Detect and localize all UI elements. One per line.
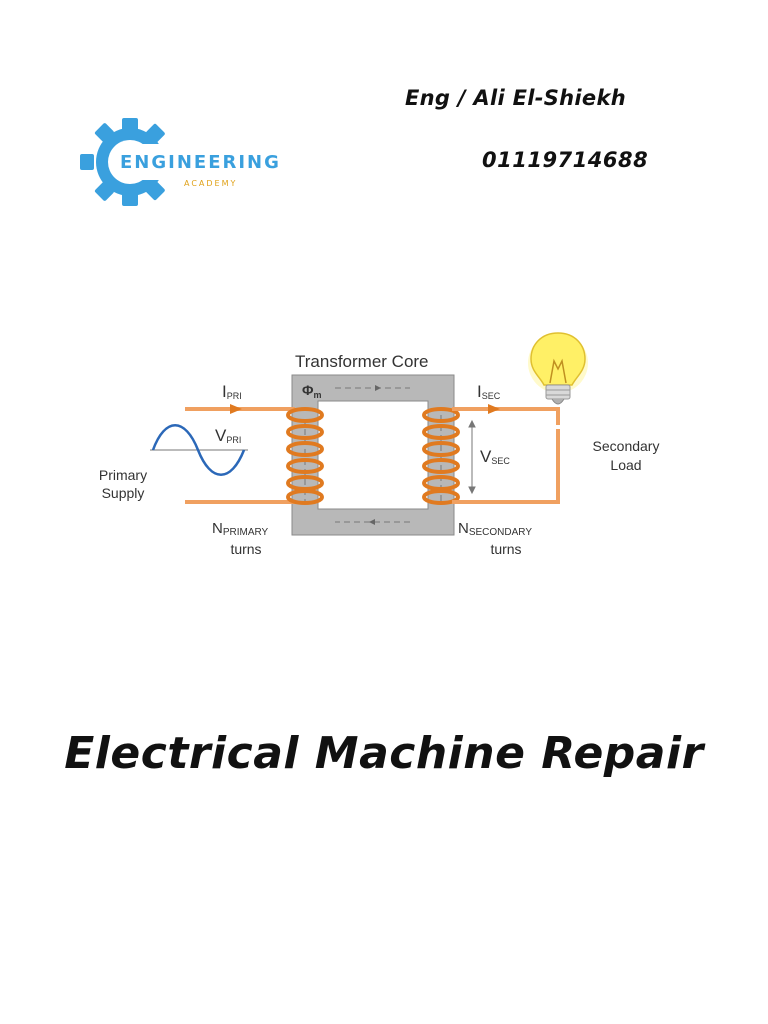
n-primary-turns: turns <box>230 541 261 557</box>
sine-wave-icon <box>150 424 248 476</box>
svg-text:VSEC: VSEC <box>480 447 510 466</box>
svg-text:IPRI: IPRI <box>222 382 242 401</box>
document-title: Electrical Machine Repair <box>64 728 704 779</box>
i-sec-arrow <box>488 404 500 414</box>
author-name: Eng / Ali El-Shiekh <box>405 86 626 110</box>
logo-word: ENGINEERING <box>120 152 281 173</box>
core-label: Transformer Core <box>295 352 429 371</box>
secondary-load-line1: Secondary <box>593 438 660 454</box>
i-pri-label: I <box>222 382 227 401</box>
i-sec-label: I <box>477 382 482 401</box>
svg-text:Φm: Φm <box>302 382 322 400</box>
primary-coil <box>286 407 324 505</box>
primary-supply-line2: Supply <box>102 485 145 501</box>
secondary-wires <box>452 407 560 504</box>
svg-text:NPRIMARY: NPRIMARY <box>212 520 269 538</box>
phone-number: 01119714688 <box>482 148 649 172</box>
secondary-coil <box>422 407 460 505</box>
svg-text:ISEC: ISEC <box>477 382 501 401</box>
primary-supply-line1: Primary <box>99 467 147 483</box>
logo-sub: ACADEMY <box>184 179 237 188</box>
light-bulb-icon <box>528 332 588 405</box>
n-primary-label: N <box>212 520 223 537</box>
secondary-load-line2: Load <box>610 457 641 473</box>
n-secondary-turns: turns <box>490 541 521 557</box>
v-sec-arrow <box>468 419 476 495</box>
i-pri-arrow <box>230 404 242 414</box>
svg-text:NSECONDARY: NSECONDARY <box>458 520 532 538</box>
engineering-academy-logo: ENGINEERING ACADEMY <box>80 118 281 206</box>
v-sec-label: V <box>480 447 492 466</box>
transformer-diagram: Transformer Core Φm IPRI VPRI ISEC VSEC … <box>99 332 660 557</box>
n-secondary-label: N <box>458 520 469 537</box>
v-pri-label: V <box>215 426 227 445</box>
svg-text:VPRI: VPRI <box>215 426 241 445</box>
